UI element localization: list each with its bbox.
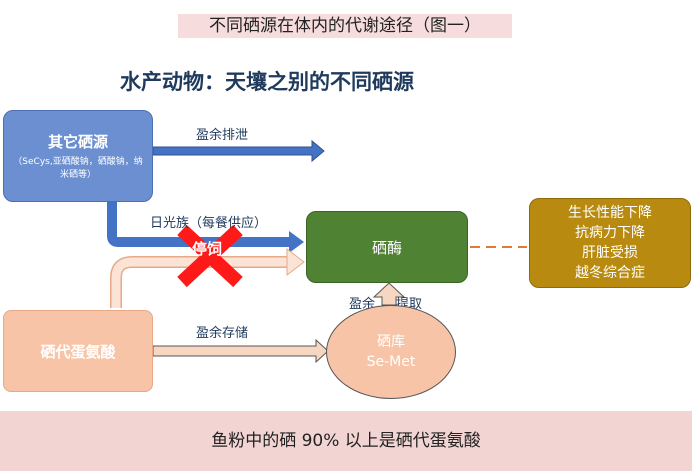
title-highlight bbox=[178, 14, 512, 38]
store-label: 盈余存储 bbox=[196, 326, 249, 341]
se-store-line2: Se-Met bbox=[366, 354, 416, 370]
diagram-subtitle: 水产动物：天壤之别的不同硒源 bbox=[120, 70, 414, 94]
se-store-node: 硒库 Se-Met bbox=[326, 305, 456, 399]
other-se-detail: （SeCys,亚硒酸钠，硒酸钠，纳米硒等） bbox=[13, 156, 143, 180]
excrete-label: 盈余排泄 bbox=[196, 128, 249, 143]
se-met-node: 硒代蛋氨酸 bbox=[3, 310, 153, 392]
enzyme-label: 硒酶 bbox=[371, 238, 402, 257]
symptom-line: 肝脏受损 bbox=[582, 245, 638, 261]
excrete-arrow bbox=[152, 139, 325, 163]
page-title: 不同硒源在体内的代谢途径（图一） bbox=[209, 16, 481, 36]
supply-arrow bbox=[107, 202, 290, 247]
extract-arrow bbox=[372, 282, 406, 306]
stop-label: 停饲 bbox=[192, 240, 223, 258]
symptoms-node: 生长性能下降 抗病力下降 肝脏受损 越冬综合症 bbox=[529, 198, 691, 288]
semet-enzyme-arrow-head bbox=[286, 247, 305, 277]
stop-cross bbox=[177, 224, 243, 288]
footer-text: 鱼粉中的硒 90% 以上是硒代蛋氨酸 bbox=[211, 431, 481, 451]
other-se-node: 其它硒源 （SeCys,亚硒酸钠，硒酸钠，纳米硒等） bbox=[3, 110, 153, 202]
enzyme-node: 硒酶 bbox=[306, 211, 468, 283]
symptom-line: 生长性能下降 bbox=[568, 205, 652, 221]
symptom-line: 抗病力下降 bbox=[575, 225, 645, 241]
store-arrow bbox=[152, 338, 329, 364]
se-met-label: 硒代蛋氨酸 bbox=[40, 342, 116, 361]
se-store-line1: 硒库 bbox=[377, 334, 405, 350]
supply-arrow-head bbox=[289, 231, 304, 253]
symptom-line: 越冬综合症 bbox=[575, 265, 645, 281]
footer-banner bbox=[0, 411, 692, 471]
supply-label: 日光族（每餐供应） bbox=[150, 216, 268, 231]
other-se-title: 其它硒源 bbox=[47, 132, 108, 151]
